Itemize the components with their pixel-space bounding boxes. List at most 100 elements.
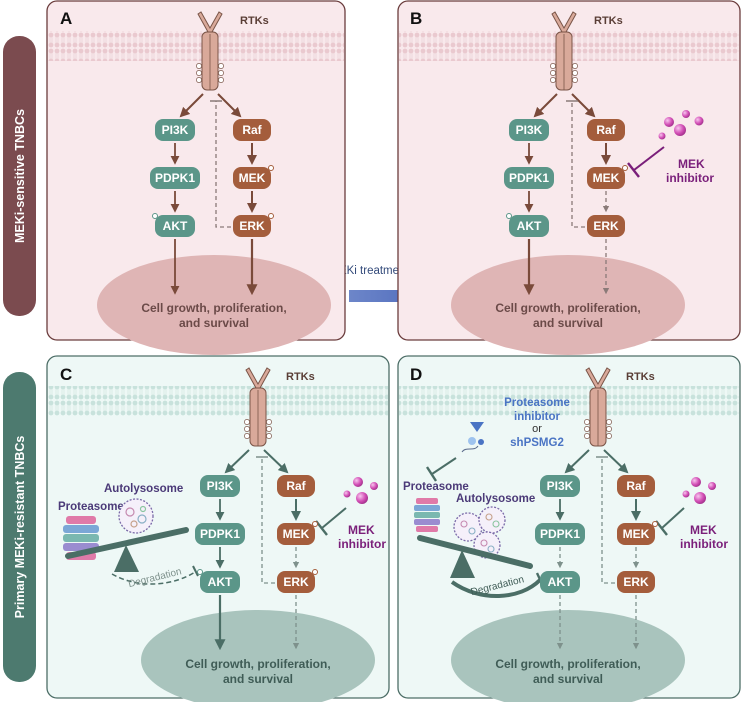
mek-inhibitor-label-line2: inhibitor — [680, 537, 728, 551]
node-pi3k-label: PI3K — [207, 479, 234, 493]
nucleus — [141, 610, 375, 702]
node-raf — [277, 475, 315, 497]
phospho-dot — [268, 165, 274, 171]
mek-inhibitor-molecules-icon — [682, 477, 716, 504]
proteasome-inhibitor-label-line3: shPSMG2 — [510, 437, 564, 449]
nucleus — [451, 610, 685, 702]
node-akt — [509, 215, 549, 237]
node-raf — [233, 119, 271, 141]
rtk-label: RTKs — [626, 371, 655, 383]
cell-outcome-line1: Cell growth, proliferation, — [495, 657, 640, 671]
side-label-top-text: MEKi-sensitive TNBCs — [13, 109, 27, 243]
mek-inhibitor-label-line2: inhibitor — [666, 171, 714, 185]
mek-inhibitor-molecules-icon — [658, 110, 704, 140]
node-raf-label: Raf — [626, 479, 646, 493]
autolysosome-icon — [453, 506, 506, 559]
node-pi3k — [540, 475, 580, 497]
node-erk — [233, 215, 271, 237]
node-erk-label: ERK — [239, 219, 265, 233]
node-akt-label: AKT — [208, 575, 233, 589]
proteasome-label: Proteasome — [58, 501, 124, 513]
seesaw-icon — [65, 527, 189, 572]
node-mek — [587, 167, 625, 189]
phospho-dot — [312, 569, 318, 575]
node-pdpk1-label: PDPK1 — [155, 171, 195, 185]
node-raf — [587, 119, 625, 141]
node-pdpk1 — [504, 167, 554, 189]
node-pdpk1-label: PDPK1 — [509, 171, 549, 185]
panel-a: A RTKs PI3K PDPK1 AKT — [46, 0, 346, 355]
side-label-top: MEKi-sensitive TNBCs — [3, 36, 36, 316]
panel-letter: A — [60, 9, 72, 28]
panel-c: C RTKs MEK — [46, 355, 390, 702]
rtk-receptor-icon — [584, 367, 612, 447]
node-mek-label: MEK — [593, 171, 620, 185]
panel-letter: D — [410, 365, 422, 384]
panel-letter: C — [60, 365, 72, 384]
autolysosome-icon — [118, 498, 154, 534]
phospho-dot — [152, 213, 158, 219]
cell-outcome-line2: and survival — [179, 316, 249, 330]
cell-outcome-line1: Cell growth, proliferation, — [495, 301, 640, 315]
node-pi3k — [200, 475, 240, 497]
nucleus — [97, 255, 331, 355]
panel-b: B RTKs — [397, 0, 741, 355]
proteasome-inhibitor-or: or — [532, 423, 542, 435]
node-akt — [155, 215, 195, 237]
node-mek-label: MEK — [623, 527, 650, 541]
node-pdpk1 — [535, 523, 585, 545]
proteasome-inhibitor-icon — [461, 422, 484, 453]
panel-letter: B — [410, 9, 422, 28]
mek-inhibitor-label-line2: inhibitor — [338, 537, 386, 551]
rtk-label: RTKs — [240, 15, 269, 27]
node-pdpk1-label: PDPK1 — [540, 527, 580, 541]
node-mek — [277, 523, 315, 545]
phospho-dot — [622, 165, 628, 171]
cell-outcome-line1: Cell growth, proliferation, — [141, 301, 286, 315]
node-pi3k-label: PI3K — [516, 123, 543, 137]
rtk-label: RTKs — [286, 371, 315, 383]
phospho-dot — [268, 213, 274, 219]
node-pi3k — [155, 119, 195, 141]
rtk-label: RTKs — [594, 15, 623, 27]
autolysosome-label: Autolysosome — [104, 483, 183, 495]
node-raf-label: Raf — [596, 123, 616, 137]
proteasome-inhibitor-label-line2: inhibitor — [514, 411, 561, 423]
nucleus — [451, 255, 685, 355]
proteasome-label: Proteasome — [403, 481, 469, 493]
cell-outcome-line2: and survival — [533, 672, 603, 686]
cell-outcome-line2: and survival — [223, 672, 293, 686]
node-pdpk1-label: PDPK1 — [200, 527, 240, 541]
node-akt-label: AKT — [163, 219, 188, 233]
node-pdpk1 — [195, 523, 245, 545]
mek-inhibitor-molecules-icon — [343, 477, 378, 504]
node-akt — [200, 571, 240, 593]
node-mek-label: MEK — [283, 527, 310, 541]
panel-d: D RTKs MEK — [397, 355, 741, 702]
side-label-bottom-text: Primary MEKi-resistant TNBCs — [13, 436, 27, 619]
node-erk — [277, 571, 315, 593]
node-akt — [540, 571, 580, 593]
node-raf-label: Raf — [286, 479, 306, 493]
node-erk — [587, 215, 625, 237]
node-erk — [617, 571, 655, 593]
cell-outcome-line1: Cell growth, proliferation, — [185, 657, 330, 671]
treatment-arrow-label: MEKi treatment — [329, 265, 409, 277]
node-pi3k-label: PI3K — [547, 479, 574, 493]
autolysosome-label: Autolysosome — [456, 493, 535, 505]
node-mek-label: MEK — [239, 171, 266, 185]
node-erk-label: ERK — [593, 219, 619, 233]
node-mek — [233, 167, 271, 189]
proteasome-inhibitor-label-line1: Proteasome — [504, 397, 570, 409]
cell-outcome-line2: and survival — [533, 316, 603, 330]
node-erk-label: ERK — [623, 575, 649, 589]
node-akt-label: AKT — [517, 219, 542, 233]
proteasome-icon — [414, 498, 440, 532]
phospho-dot — [652, 521, 658, 527]
node-raf — [617, 475, 655, 497]
mek-inhibitor-label-line1: MEK — [348, 523, 375, 537]
seesaw-icon — [417, 535, 533, 578]
node-pi3k-label: PI3K — [162, 123, 189, 137]
node-raf-label: Raf — [242, 123, 262, 137]
